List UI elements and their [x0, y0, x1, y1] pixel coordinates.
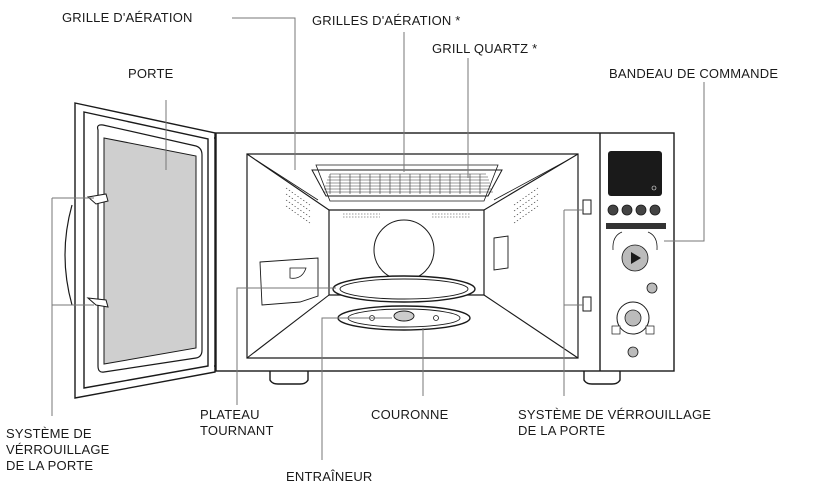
- turntable: [332, 275, 476, 303]
- label-door: PORTE: [128, 66, 174, 81]
- label-coupler: ENTRAÎNEUR: [286, 469, 373, 484]
- stop-button-icon: [646, 282, 658, 294]
- label-door-lock-right-line1: SYSTÈME DE VÉRROUILLAGE: [518, 407, 712, 422]
- control-panel: [606, 151, 666, 358]
- label-quartz-grill: GRILL QUARTZ *: [432, 41, 538, 56]
- control-button-icon: [635, 204, 647, 216]
- label-roller-ring: COURONNE: [371, 407, 449, 422]
- label-door-lock-right: SYSTÈME DE VÉRROUILLAGE DE LA PORTE: [518, 407, 711, 439]
- label-vent-grilles: GRILLES D'AÉRATION *: [312, 13, 461, 28]
- door: [64, 102, 220, 399]
- label-control-panel: BANDEAU DE COMMANDE: [609, 66, 779, 81]
- label-turntable-line1: PLATEAU: [200, 407, 260, 422]
- microwave-body: [215, 132, 675, 385]
- label-turntable-line2: TOURNANT: [200, 423, 274, 438]
- label-turntable: PLATEAU TOURNANT: [200, 407, 274, 439]
- display: [608, 151, 662, 196]
- control-button-icon: [607, 204, 619, 216]
- label-door-lock-left-line3: DE LA PORTE: [6, 458, 94, 473]
- label-door-lock-left: SYSTÈME DE VÉRROUILLAGE DE LA PORTE: [6, 426, 110, 474]
- label-vent-grille: GRILLE D'AÉRATION: [62, 10, 193, 25]
- label-door-lock-right-line2: DE LA PORTE: [518, 423, 606, 438]
- control-button-icon: [649, 204, 661, 216]
- label-door-lock-left-line2: VÉRROUILLAGE: [6, 442, 110, 457]
- dial-icon: [616, 301, 650, 335]
- leader-lines: [51, 17, 705, 460]
- vent-hatching: [285, 173, 539, 224]
- label-door-lock-left-line1: SYSTÈME DE: [6, 426, 92, 441]
- control-button-icon: [621, 204, 633, 216]
- cavity: [246, 153, 592, 359]
